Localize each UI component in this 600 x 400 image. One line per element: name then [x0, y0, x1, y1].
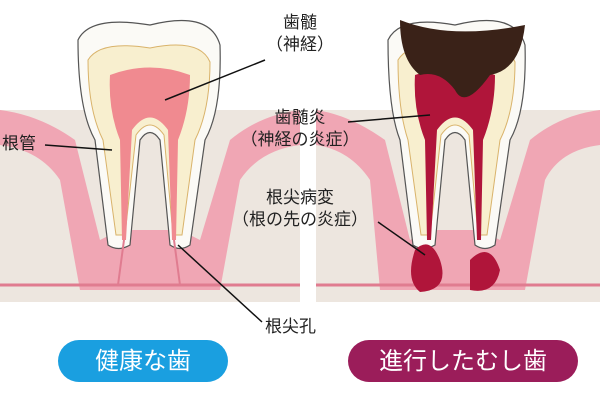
- label-apical-foramen: 根尖孔: [265, 317, 316, 337]
- label-periapical-sub: （根の先の炎症）: [232, 210, 368, 230]
- gum: [316, 110, 600, 290]
- label-periapical: 根尖病変: [266, 188, 334, 208]
- pulp: [109, 67, 190, 240]
- root-vessels: [117, 239, 181, 286]
- healthy-tooth-badge: 健康な歯: [58, 340, 228, 382]
- decayed-tooth-badge: 進行したむし歯: [348, 340, 578, 382]
- label-pulp: 歯髄: [283, 13, 317, 33]
- healthy-tooth-panel: [0, 19, 300, 302]
- leader-lines: [44, 59, 431, 323]
- periapical-lesion: [411, 244, 500, 292]
- gum: [0, 110, 300, 290]
- label-root-canal: 根管: [2, 134, 36, 154]
- label-pulpitis-sub: （神経の炎症）: [240, 130, 360, 150]
- label-pulpitis: 歯髄炎: [274, 108, 326, 128]
- label-pulp-sub: （神経）: [266, 35, 334, 55]
- inflamed-pulp: [414, 67, 495, 240]
- caries: [400, 20, 525, 98]
- decayed-tooth-panel: [316, 19, 600, 302]
